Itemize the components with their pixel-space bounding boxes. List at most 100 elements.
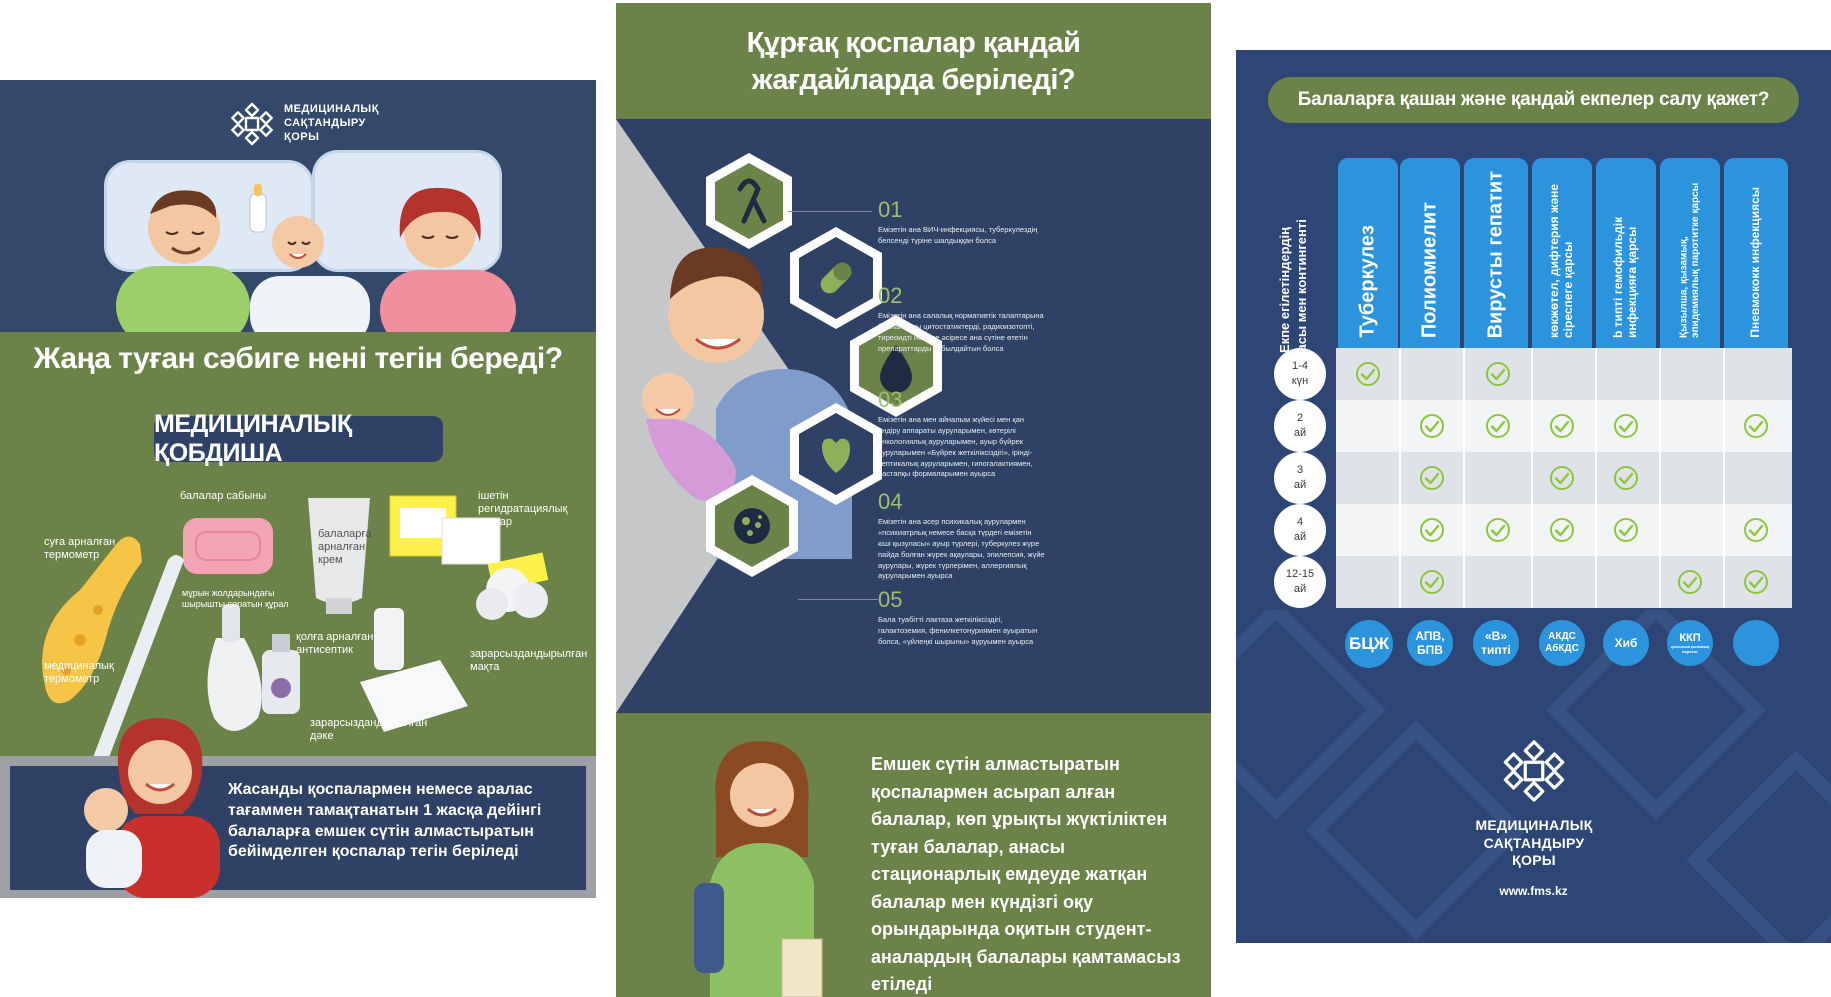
column-header-tuberculosis: Туберкулез [1338,158,1398,348]
check-icon [1550,414,1574,438]
age-circle-row-2: 2 ай [1274,400,1326,452]
panel-vaccination-schedule: Балаларға қашан және қандай екпелер салу… [1236,50,1831,943]
abbr-text: БЦЖ [1348,633,1389,653]
heart-icon [822,438,850,473]
step-text-04: Емізетін ана әсер психикалық аурулармен … [878,517,1045,581]
check-icon [1744,414,1768,438]
age-value: 12-15 [1285,568,1315,581]
abbr-polio: АПВ,БПВ [1407,620,1453,666]
logo-line-3: ҚОРЫ [1512,852,1556,868]
step-line-05 [798,599,878,600]
check-icon [1614,518,1638,542]
check-icon [1678,570,1702,594]
check-icon [1486,362,1510,386]
check-icon [1356,362,1380,386]
column-header-hepatitis: Вирусты гепатит [1464,158,1528,348]
abbr-text: АПВ, [1415,628,1445,643]
panel2-title-line-2: жағдайларда беріледі? [751,64,1076,97]
check-icon [1614,414,1638,438]
column-header-text: Полиомиелит [1418,201,1441,338]
hex-drop [850,315,942,417]
step-line-01 [788,211,872,212]
label-cream: балаларға арналған крем [318,528,372,567]
abbr-pneumococcal [1733,620,1779,666]
panel1-title: Жаңа туған сәбиге нені тегін береді? [33,342,563,375]
fms-logo-footer-text: МЕДИЦИНАЛЫҚ САҚТАНДЫРУ ҚОРЫ [1454,817,1614,870]
fms-logo: МЕДИЦИНАЛЫҚ САҚТАНДЫРУ ҚОРЫ [228,100,379,148]
website-link[interactable]: www.fms.kz [1499,884,1568,898]
panel2-footer-text: Емшек сүтін алмастыратын қоспалармен асы… [871,754,1181,995]
label-sterile-cotton: зарарсыздандырылған мақта [470,648,588,674]
panel1-bottom-text: Жасанды қоспалармен немесе аралас тағамм… [228,781,542,861]
age-circle-row-4: 4 ай [1274,504,1326,556]
fms-logo-footer: МЕДИЦИНАЛЫҚ САҚТАНДЫРУ ҚОРЫ [1454,736,1614,870]
pill-icon [820,262,852,294]
age-circle-row-3: 3 ай [1274,452,1326,504]
abbr-hib: Хиб [1603,620,1649,666]
column-header-text: b типті гемофильдік инфекцияға қарсы [1611,216,1639,338]
column-header-text: Қызылша, қызамық, эпидемиялық паротитке … [1678,182,1702,338]
drop-icon [880,345,912,393]
abbr-text: БПВ [1417,643,1443,657]
age-unit: ай [1293,583,1307,595]
check-icon [1486,414,1510,438]
column-header-dtp: көкжөтел, дифтерия және сіреспеге қарсы [1532,158,1592,348]
table-row [1336,348,1792,400]
label-water-thermometer: суға арналған термометр [44,536,116,562]
label-soap: балалар сабыны [180,490,267,502]
age-unit: ай [1293,531,1307,543]
age-circle-row-5: 12-15 ай [1274,556,1326,608]
label-sterile-gauze: зарарсыздандырылған дәке [310,717,428,743]
check-icon [1420,518,1444,542]
table-column-dividers [1399,348,1725,608]
hex-ribbon [706,153,792,249]
column-header-polio: Полиомиелит [1400,158,1460,348]
check-icon [1420,570,1444,594]
column-header-hib: b типті гемофильдік инфекцияға қарсы [1596,158,1656,348]
step-number-02: 02 [878,283,903,308]
hex-pill [790,227,882,329]
column-header-text: Пневмококк инфекциясы [1748,187,1763,338]
fms-logo-icon [231,102,273,146]
check-icon [1550,466,1574,490]
column-header-text: Туберкулез [1356,225,1379,338]
age-circle-row-1: 1-4 күн [1274,348,1326,400]
hex-cell [706,475,798,577]
abbr-hepatitis: «В»типті [1473,620,1519,666]
kit-items-illustration [42,495,549,760]
logo-line-1: МЕДИЦИНАЛЫҚ [284,103,379,116]
fms-logo-text: МЕДИЦИНАЛЫҚ САҚТАНДЫРУ ҚОРЫ [284,103,379,144]
abbr-text: Хиб [1614,635,1638,650]
step-text-05: Бала туабітті лактаза жеткіліксіздігі, г… [878,615,1038,646]
check-icon [1744,518,1768,542]
abbr-text: типті [1481,643,1511,657]
hex-heart [790,403,882,505]
age-unit: күн [1291,375,1309,387]
logo-line-1: МЕДИЦИНАЛЫҚ [1475,817,1593,833]
abbr-bcg: БЦЖ [1345,620,1393,668]
panel3-title: Балаларға қашан және қандай екпелер салу… [1268,77,1799,123]
panel-newborn-kit: МЕДИЦИНАЛЫҚ САҚТАНДЫРУ ҚОРЫ [0,80,596,898]
abbr-text: ККП [1679,631,1701,644]
age-value: 4 [1296,516,1304,529]
age-unit: ай [1293,479,1307,491]
column-header-text: көкжөтел, дифтерия және сіреспеге қарсы [1547,183,1575,338]
step-text-02: Емізетін ана салалық нормативтік талапта… [878,311,1044,353]
age-unit: ай [1293,427,1307,439]
label-nasal-aspirator: мұрын жолдарындағы шырышты соратын құрал [182,588,289,609]
column-header-text: Вирусты гепатит [1484,170,1507,338]
panel2-title: Құрғақ қоспалар қандай жағдайларда беріл… [616,25,1211,99]
row-header-line-1: Екпе егілетіндердің [1277,227,1293,353]
age-value: 1-4 [1292,360,1308,373]
logo-line-2: САҚТАНДЫРУ [1483,834,1585,851]
age-value: 3 [1296,464,1304,477]
abbr-text: АбКДС [1545,643,1579,654]
label-hand-antiseptic: қолға арналған антисептик [296,631,374,657]
row-header-line-2: жасы мен контингенті [1294,219,1309,361]
age-value: 2 [1296,412,1304,425]
label-medical-thermometer: медициналық термометр [44,660,114,686]
